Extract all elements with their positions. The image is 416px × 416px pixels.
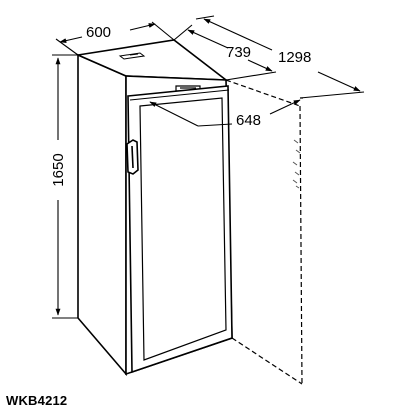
dim-height-label: 1650 [50, 153, 67, 186]
dim-door-swing-label: 648 [236, 112, 261, 129]
model-number: WKB4212 [6, 393, 68, 408]
door-handle [126, 139, 139, 175]
dim-depth [173, 24, 277, 81]
dim-height [52, 54, 78, 319]
top-vent-detail [118, 52, 146, 60]
dim-depth-open-label: 1298 [278, 49, 311, 66]
dim-width [55, 21, 175, 56]
door [127, 85, 233, 374]
wall-hatch [292, 139, 301, 189]
dim-depth-open [195, 15, 365, 99]
dim-width-label: 600 [86, 24, 111, 41]
dim-depth-label: 739 [226, 44, 251, 61]
dim-door-swing [149, 99, 301, 127]
